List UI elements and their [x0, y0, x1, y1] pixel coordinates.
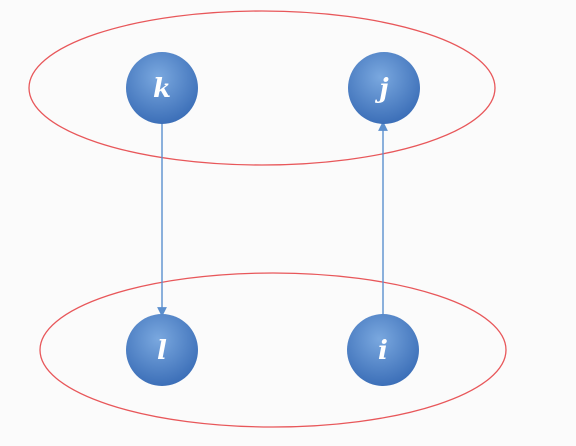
node-l: l	[126, 314, 198, 386]
top-group-ellipse	[28, 10, 496, 166]
node-i-label: i	[378, 336, 388, 366]
node-j: j	[348, 52, 420, 124]
node-k-label: k	[153, 74, 171, 104]
node-k: k	[126, 52, 198, 124]
bottom-group-ellipse	[39, 272, 507, 428]
node-l-label: l	[157, 336, 167, 366]
node-i: i	[347, 314, 419, 386]
